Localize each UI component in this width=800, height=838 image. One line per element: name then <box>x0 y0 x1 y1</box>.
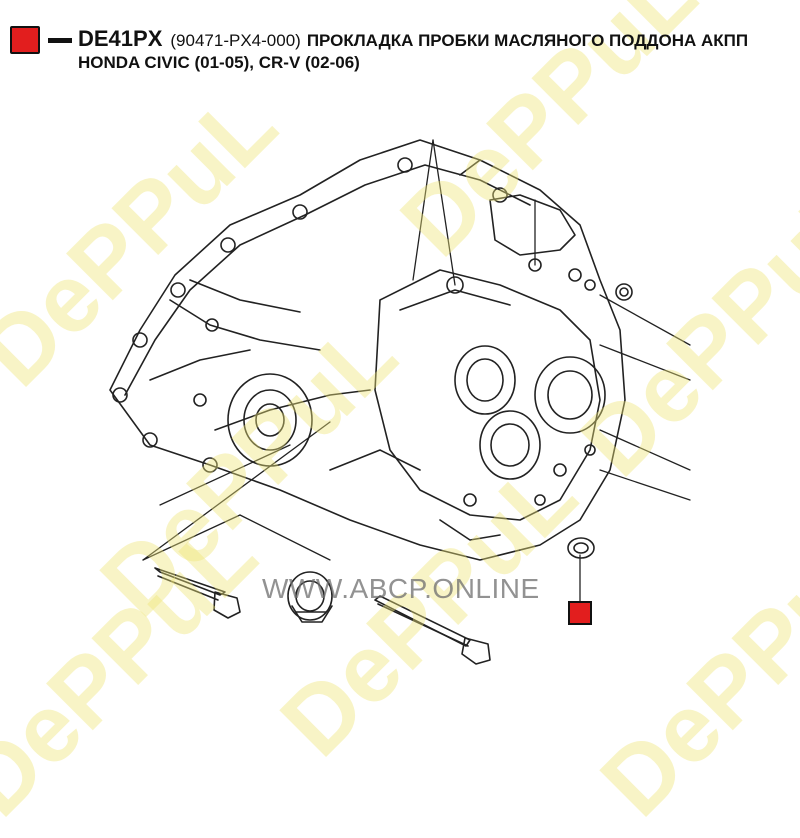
oem-number: (90471-PX4-000) <box>170 31 301 50</box>
bolt-right <box>374 595 491 665</box>
housing-outline <box>109 139 626 561</box>
drain-plug-washer <box>567 537 595 559</box>
part-title: DE41PX (90471-PX4-000)ПРОКЛАДКА ПРОБКИ МА… <box>78 28 778 74</box>
transmission-case-diagram <box>109 139 691 665</box>
drain-plug <box>287 571 333 623</box>
highlight-marker-icon <box>568 601 592 625</box>
site-watermark: WWW.ABCP.ONLINE <box>262 573 540 604</box>
red-square-marker-icon <box>10 26 40 54</box>
dash-icon <box>48 38 72 43</box>
right-gear-bore <box>534 356 606 434</box>
bolt-left <box>154 567 241 619</box>
lower-gear-bore <box>479 410 541 480</box>
upper-gear-bore <box>454 345 516 415</box>
part-code: DE41PX <box>78 26 163 51</box>
part-description: ПРОКЛАДКА ПРОБКИ МАСЛЯНОГО ПОДДОНА АКПП … <box>78 31 749 72</box>
